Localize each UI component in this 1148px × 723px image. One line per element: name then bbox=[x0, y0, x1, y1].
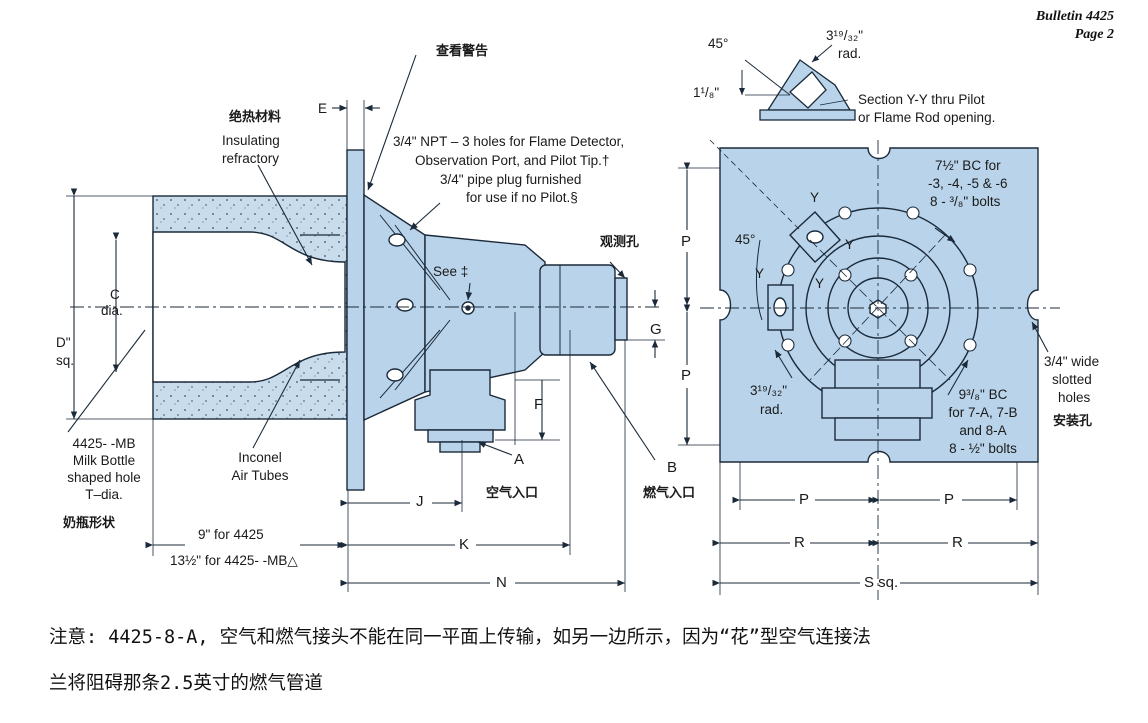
front-radius-unit: rad. bbox=[760, 402, 784, 417]
air-inlet-label: 空气入口 bbox=[486, 486, 539, 501]
dim-c: C bbox=[110, 287, 120, 302]
section-radius: 3¹⁹/₃₂" bbox=[826, 28, 864, 43]
front-angle-45: 45° bbox=[735, 232, 756, 247]
slot-line3: holes bbox=[1058, 390, 1091, 405]
dim-d: D" bbox=[56, 335, 71, 350]
bc-large-line3: and 8-A bbox=[959, 423, 1007, 438]
page-number: Page 2 bbox=[1074, 27, 1114, 42]
refractory-label: refractory bbox=[222, 151, 280, 166]
milk-bottle-line2: Milk Bottle bbox=[72, 453, 136, 468]
section-mark-y1: Y bbox=[810, 190, 820, 205]
dim-s-sq: S sq. bbox=[864, 574, 899, 591]
section-angle-45: 45° bbox=[708, 36, 729, 51]
note-line2: 兰将阻碍那条2.5英寸的燃气管道 bbox=[49, 673, 323, 694]
front-dimensions bbox=[678, 139, 1060, 600]
milk-bottle-line4: T–dia. bbox=[85, 487, 123, 502]
bc-small-line2: -3, -4, -5 & -6 bbox=[928, 176, 1008, 191]
see-note-label: See ‡ bbox=[433, 264, 469, 279]
dim-p-left: P bbox=[799, 491, 810, 508]
dim-r-right: R bbox=[952, 534, 963, 551]
dim-n: N bbox=[496, 574, 507, 591]
dim-f: F bbox=[534, 396, 544, 413]
npt-note-line2: Observation Port, and Pilot Tip.† bbox=[415, 153, 610, 168]
dim-d-sq: sq. bbox=[56, 353, 75, 368]
dim-b: B bbox=[667, 459, 678, 476]
observation-hole-label: 观测孔 bbox=[600, 235, 640, 250]
front-radius: 3¹⁹/₃₂" bbox=[750, 383, 788, 398]
section-caption-line2: or Flame Rod opening. bbox=[858, 110, 996, 125]
dim-k: K bbox=[459, 536, 470, 553]
side-dimensions bbox=[66, 54, 665, 592]
dim-p-upper: P bbox=[681, 233, 692, 250]
milk-bottle-line3: shaped hole bbox=[67, 470, 141, 485]
dim-p-right: P bbox=[944, 491, 955, 508]
air-inlet-body bbox=[414, 369, 506, 431]
dim-g: G bbox=[650, 321, 662, 338]
bc-small-line1: 7½" BC for bbox=[935, 158, 1001, 173]
dim-c-dia: dia. bbox=[101, 303, 123, 318]
bulletin-number: Bulletin 4425 bbox=[1035, 9, 1114, 24]
mounting-flange bbox=[346, 149, 365, 491]
insulating-label: Insulating bbox=[222, 133, 280, 148]
milk-bottle-line1: 4425- -MB bbox=[72, 436, 136, 451]
section-yy bbox=[739, 44, 856, 121]
gas-head bbox=[539, 264, 616, 356]
dim-e: E bbox=[318, 101, 328, 116]
inconel-line2: Air Tubes bbox=[231, 468, 289, 483]
viewing-warning-label: 查看警告 bbox=[436, 44, 489, 59]
mounting-hole-label: 安装孔 bbox=[1053, 414, 1093, 429]
section-mark-y4: Y bbox=[815, 276, 825, 291]
bc-large-line2: for 7-A, 7-B bbox=[948, 405, 1018, 420]
milk-bottle-cn: 奶瓶形状 bbox=[63, 516, 116, 531]
npt-note-line4: for use if no Pilot.§ bbox=[466, 190, 578, 205]
dim-a: A bbox=[514, 451, 525, 468]
bc-large-line4: 8 - ½" bolts bbox=[949, 441, 1017, 456]
slot-line2: slotted bbox=[1052, 372, 1092, 387]
bc-large-line1: 9³/₈" BC bbox=[958, 387, 1008, 402]
section-caption-line1: Section Y-Y thru Pilot bbox=[858, 92, 985, 107]
npt-note-line1: 3/4" NPT – 3 holes for Flame Detector, bbox=[393, 134, 625, 149]
section-mark-y3: Y bbox=[755, 266, 765, 281]
bc-small-line3: 8 - ³/₈" bolts bbox=[930, 194, 1001, 209]
dim-p-lower: P bbox=[681, 367, 692, 384]
length-4425: 9" for 4425 bbox=[198, 527, 264, 542]
burner-body bbox=[363, 193, 426, 422]
note-line1: 注意: 4425-8-A, 空气和燃气接头不能在同一平面上传输，如另一边所示，因… bbox=[49, 627, 871, 648]
insulation-cn-label: 绝热材料 bbox=[229, 110, 282, 125]
burner-drawing bbox=[66, 44, 1060, 600]
section-mark-y2: Y bbox=[845, 237, 855, 252]
inconel-line1: Inconel bbox=[238, 450, 282, 465]
length-4425-mb: 13½" for 4425- -MB△ bbox=[170, 553, 298, 568]
slot-line1: 3/4" wide bbox=[1044, 354, 1100, 369]
gas-inlet-label: 燃气入口 bbox=[643, 486, 696, 501]
npt-note-line3: 3/4" pipe plug furnished bbox=[440, 172, 582, 187]
section-radius-unit: rad. bbox=[838, 46, 862, 61]
section-dim-1-1-8: 1¹/₈" bbox=[693, 85, 720, 100]
dim-j: J bbox=[416, 493, 424, 510]
dim-r-left: R bbox=[794, 534, 805, 551]
